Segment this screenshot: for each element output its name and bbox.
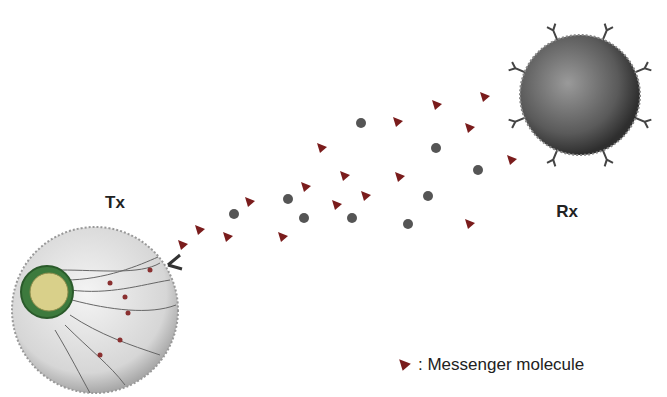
legend-text: : Messenger molecule <box>418 355 584 375</box>
particles <box>229 118 483 229</box>
messenger-molecules <box>178 92 517 250</box>
cell: Rx <box>505 20 655 170</box>
cell-label: Tx <box>105 193 125 213</box>
legend-row: : Messenger molecule <box>398 355 584 375</box>
cell: Tx <box>10 225 180 395</box>
cell-outline <box>10 225 180 395</box>
cell-outline <box>505 20 655 170</box>
cell-label: Rx <box>556 202 578 222</box>
legend-swatch <box>398 358 412 372</box>
